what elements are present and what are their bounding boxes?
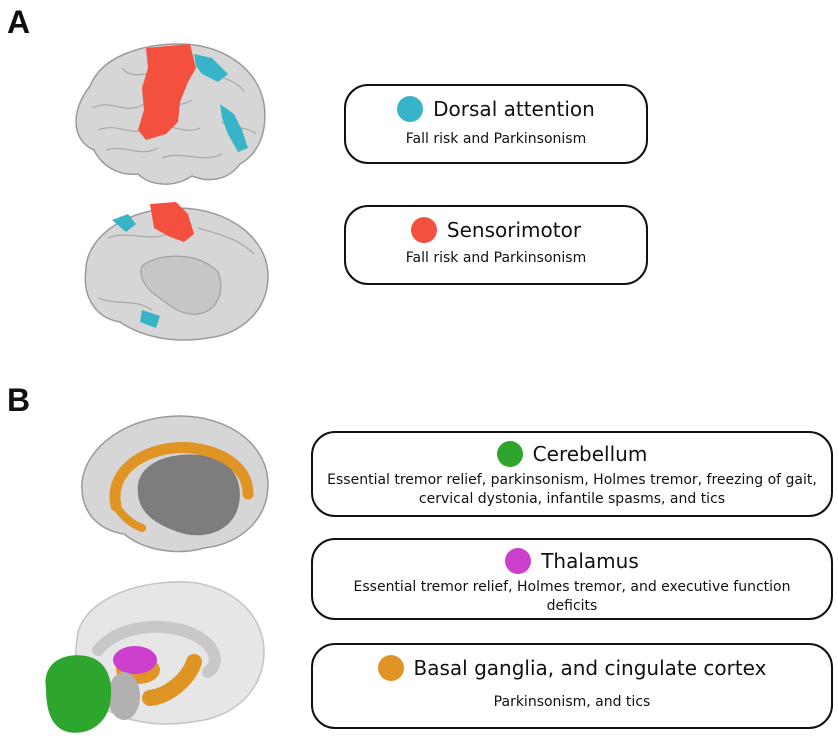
network-card-dorsal-attention: Dorsal attention Fall risk and Parkinson… [344,84,648,164]
region-card-basal-ganglia: Basal ganglia, and cingulate cortex Park… [311,643,833,729]
network-card-sensorimotor: Sensorimotor Fall risk and Parkinsonism [344,205,648,285]
thalamus-color-dot [505,548,532,574]
brain-subcortical-view [45,581,265,733]
brain-medial-view [84,202,269,341]
region-card-cerebellum: Cerebellum Essential tremor relief, park… [311,431,833,517]
card-description: Fall risk and Parkinsonism [405,131,587,147]
card-description: Fall risk and Parkinsonism [405,250,587,266]
card-title: Sensorimotor [446,217,582,242]
card-title: Dorsal attention [433,96,595,121]
panel-label-b: B [7,382,31,418]
sensorimotor-color-dot [410,217,437,243]
card-description: Parkinsonism, and tics [493,694,651,710]
card-title: Cerebellum [532,441,648,466]
card-title: Basal ganglia, and cingulate cortex [413,655,767,680]
card-description: Essential tremor relief, parkinsonism, H… [327,472,817,507]
card-title: Thalamus [541,548,639,573]
cerebellum-color-dot [496,441,523,467]
basal-ganglia-color-dot [377,655,404,681]
region-card-thalamus: Thalamus Essential tremor relief, Holmes… [311,538,833,620]
panel-label-a: A [7,4,31,40]
dorsal-attention-color-dot [397,96,424,122]
brain-cingulate-view [81,415,269,553]
card-description: Essential tremor relief, Holmes tremor, … [353,579,791,614]
brain-lateral-view [75,43,266,185]
